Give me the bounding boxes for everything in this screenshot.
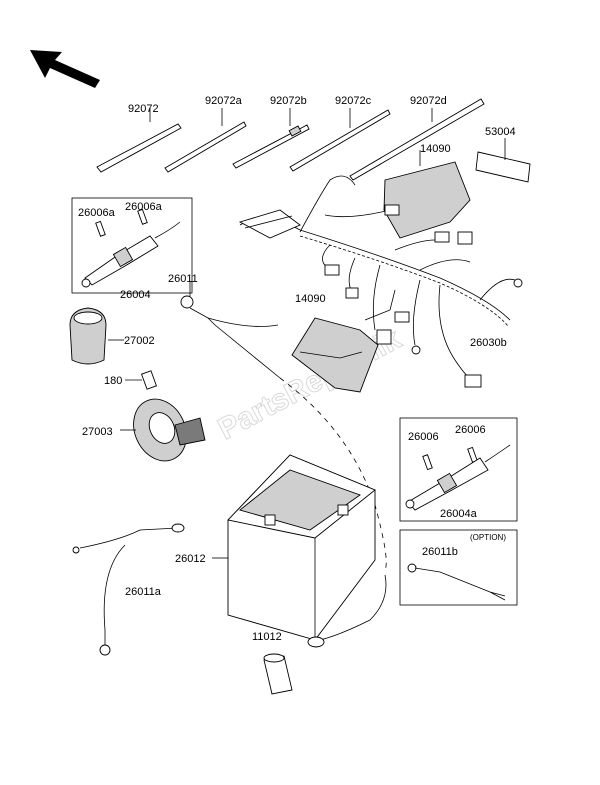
- label-26011b: 26011b: [422, 546, 458, 558]
- label-27003: 27003: [82, 426, 113, 438]
- label-plate-53004: [475, 138, 531, 183]
- cover-14090-top: [383, 150, 471, 239]
- label-26004a: 26004a: [440, 508, 478, 520]
- cable-tie-92072: [96, 108, 182, 173]
- label-92072d: 92072d: [410, 95, 447, 107]
- label-26030b: 26030b: [470, 337, 507, 349]
- label-53004: 53004: [485, 126, 516, 138]
- lead-26011a: [72, 523, 185, 656]
- box-26004a: [399, 417, 518, 522]
- cap-11012: [263, 653, 293, 695]
- bolt-180: [125, 370, 158, 390]
- label-92072b: 92072b: [270, 95, 307, 107]
- option-box-26011b: (OPTION): [399, 529, 518, 606]
- label-26006a-2: 26006a: [125, 201, 163, 213]
- label-26006-1: 26006: [408, 431, 439, 443]
- label-26011a: 26011a: [125, 586, 162, 598]
- horn-27003: [120, 398, 206, 462]
- lead-26011: [180, 282, 387, 571]
- main-wiring-harness: [238, 175, 523, 388]
- label-26004: 26004: [120, 289, 151, 301]
- cable-tie-92072a: [164, 108, 247, 173]
- front-direction-arrow-icon: [30, 50, 100, 88]
- label-14090-top: 14090: [420, 143, 451, 155]
- rubber-27002: [69, 307, 124, 365]
- label-92072: 92072: [128, 103, 159, 115]
- cover-14090-middle: [291, 317, 379, 393]
- label-14090-middle: 14090: [295, 293, 326, 305]
- battery-26012: [212, 454, 376, 641]
- label-11012: 11012: [252, 631, 282, 643]
- label-26011: 26011: [168, 273, 198, 285]
- label-180: 180: [104, 375, 122, 387]
- label-27002: 27002: [124, 335, 155, 347]
- label-26012: 26012: [175, 553, 206, 565]
- label-92072a: 92072a: [205, 95, 243, 107]
- box-26004: [71, 197, 193, 294]
- label-92072c: 92072c: [335, 95, 372, 107]
- cable-tie-92072c: [289, 108, 391, 172]
- cable-tie-92072b: [232, 108, 310, 169]
- label-26006-2: 26006: [455, 424, 486, 436]
- lead-26011-lower: [307, 574, 387, 648]
- option-label: (OPTION): [470, 533, 506, 542]
- cable-tie-92072d: [349, 98, 485, 181]
- label-26006a-1: 26006a: [78, 207, 116, 219]
